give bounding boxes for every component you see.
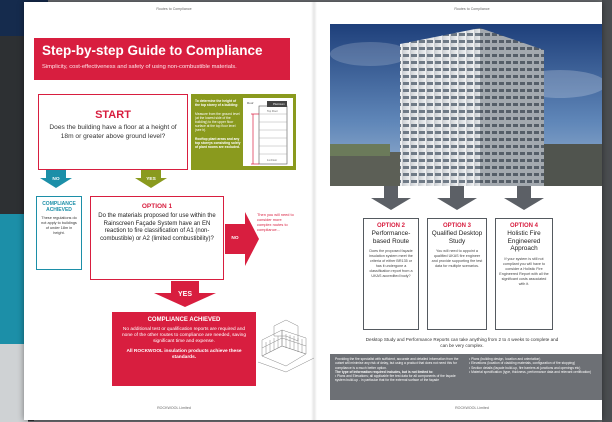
- no-arrow-1: [46, 170, 66, 178]
- start-question: Does the building have a floor at a heig…: [49, 124, 177, 140]
- backdrop-light: [0, 344, 28, 422]
- yes-arrow-1-label: YES: [146, 177, 156, 182]
- option-4-title: Holistic Fire Engineered Approach: [507, 230, 541, 253]
- option-2-label: OPTION 2: [376, 223, 405, 229]
- compliance-under-18m-body: These regulations do not apply to buildi…: [41, 216, 77, 235]
- height-info-body: Measure from the ground level (at the lo…: [195, 111, 240, 133]
- information-panel-left: Providing the fire specialist with suffi…: [335, 357, 463, 397]
- start-title: START: [95, 109, 131, 121]
- no-arrow-1-head: [40, 178, 72, 188]
- arrow-to-option-3-head: [437, 198, 477, 210]
- yes-arrow-2-head: [154, 293, 216, 307]
- footer-right: ROCKWOOL Limited: [455, 406, 489, 410]
- tower-building-photo: [330, 24, 602, 186]
- option-3-title: Qualified Desktop Study: [431, 230, 483, 245]
- no-arrow-2-head: [245, 212, 259, 266]
- diagram-label-plantroom: Plantroom: [273, 102, 285, 106]
- option-2-body: Does the proposed façade insulation syst…: [369, 249, 413, 279]
- running-header-right: Routes to Compliance: [454, 7, 490, 11]
- arrow-to-option-3: [450, 186, 464, 198]
- height-info-heading: To determine the height of the top store…: [195, 99, 239, 108]
- information-item: Elevations (location of cladding materia…: [469, 361, 597, 365]
- no-arrow-2: [225, 224, 245, 254]
- compliance-achieved-body: No additional test or qualification repo…: [121, 327, 246, 345]
- compliance-achieved-box: COMPLIANCE ACHIEVED No additional test o…: [112, 312, 256, 386]
- yes-arrow-2-label: YES: [177, 291, 192, 298]
- information-item: Material specification (type, thickness,…: [469, 370, 597, 374]
- height-info-box: To determine the height of the top store…: [191, 94, 296, 170]
- height-info-text: To determine the height of the top store…: [195, 99, 241, 149]
- option-1-box: OPTION 1 Do the materials proposed for u…: [90, 196, 224, 280]
- compliance-under-18m-heading: COMPLIANCE ACHIEVED: [42, 201, 76, 213]
- option-2-box: OPTION 2 Performance-based Route Does th…: [363, 218, 419, 330]
- duration-note: Desktop Study and Performance Reports ca…: [365, 337, 559, 349]
- no-arrow-1-label: NO: [52, 177, 60, 182]
- running-header-left: Routes to Compliance: [156, 7, 192, 11]
- arrow-to-option-2: [384, 186, 398, 198]
- option-4-body: If your system is still not compliant yo…: [499, 256, 549, 286]
- arrow-to-option-4: [517, 186, 531, 198]
- option-1-question: Do the materials proposed for use within…: [98, 213, 216, 242]
- information-item: Plans (building design, location and ori…: [469, 357, 597, 361]
- building-height-diagram: Roof Plantroom Top Floor 1st Floor: [243, 98, 293, 166]
- information-list-heading: The type of information required include…: [335, 369, 434, 374]
- option-4-label: OPTION 4: [509, 223, 538, 229]
- compliance-achieved-heading: COMPLIANCE ACHIEVED: [147, 317, 221, 323]
- complex-routes-note: Then you will need to consider more comp…: [257, 212, 297, 266]
- diagram-label-roof: Roof: [247, 101, 254, 105]
- page-title: Step-by-step Guide to Compliance: [42, 43, 263, 58]
- brochure-spread: Routes to Compliance Routes to Complianc…: [24, 2, 602, 420]
- height-info-rooftop: Rooftop plant areas and any top storeys …: [195, 136, 241, 150]
- compliance-achieved-emphasis: All ROCKWOOL insulation products achieve…: [126, 348, 242, 360]
- option-4-box: OPTION 4 Holistic Fire Engineered Approa…: [495, 218, 553, 330]
- start-box: START Does the building have a floor at …: [38, 94, 188, 170]
- compliance-under-18m: COMPLIANCE ACHIEVED These regulations do…: [36, 196, 82, 270]
- page-fold: [311, 2, 317, 420]
- option-3-body: You will need to appoint a qualified UKA…: [431, 249, 483, 269]
- option-2-title: Performance-based Route: [371, 230, 411, 245]
- complex-routes-text: Then you will need to consider more comp…: [257, 212, 294, 232]
- information-panel: Providing the fire specialist with suffi…: [330, 354, 602, 400]
- information-intro: Providing the fire specialist with suffi…: [335, 357, 459, 370]
- information-item: Section details (façade build-up, fire b…: [469, 366, 597, 370]
- diagram-label-first-floor: 1st Floor: [267, 158, 277, 162]
- backdrop-teal: [0, 214, 26, 344]
- backdrop-right: [602, 0, 612, 422]
- information-item: Plans and Elevations; all applicable fir…: [335, 374, 463, 383]
- building-sketch-illustration: [256, 316, 316, 376]
- option-3-label: OPTION 3: [442, 223, 471, 229]
- yes-arrow-2: [171, 281, 199, 293]
- title-banner: Step-by-step Guide to Compliance Simplic…: [34, 38, 290, 80]
- yes-arrow-1: [141, 170, 161, 178]
- no-arrow-2-label: NO: [231, 236, 239, 241]
- arrow-to-option-2-head: [371, 198, 411, 210]
- option-1-label: OPTION 1: [141, 203, 173, 210]
- yes-arrow-1-head: [135, 178, 167, 188]
- footer-left: ROCKWOOL Limited: [157, 406, 191, 410]
- option-3-box: OPTION 3 Qualified Desktop Study You wil…: [427, 218, 487, 330]
- information-panel-right: Plans (building design, location and ori…: [469, 357, 597, 397]
- arrow-to-option-4-head: [504, 198, 544, 210]
- page-subtitle: Simplicity, cost-effectiveness and safet…: [42, 64, 237, 70]
- diagram-label-top-floor: Top Floor: [267, 109, 278, 113]
